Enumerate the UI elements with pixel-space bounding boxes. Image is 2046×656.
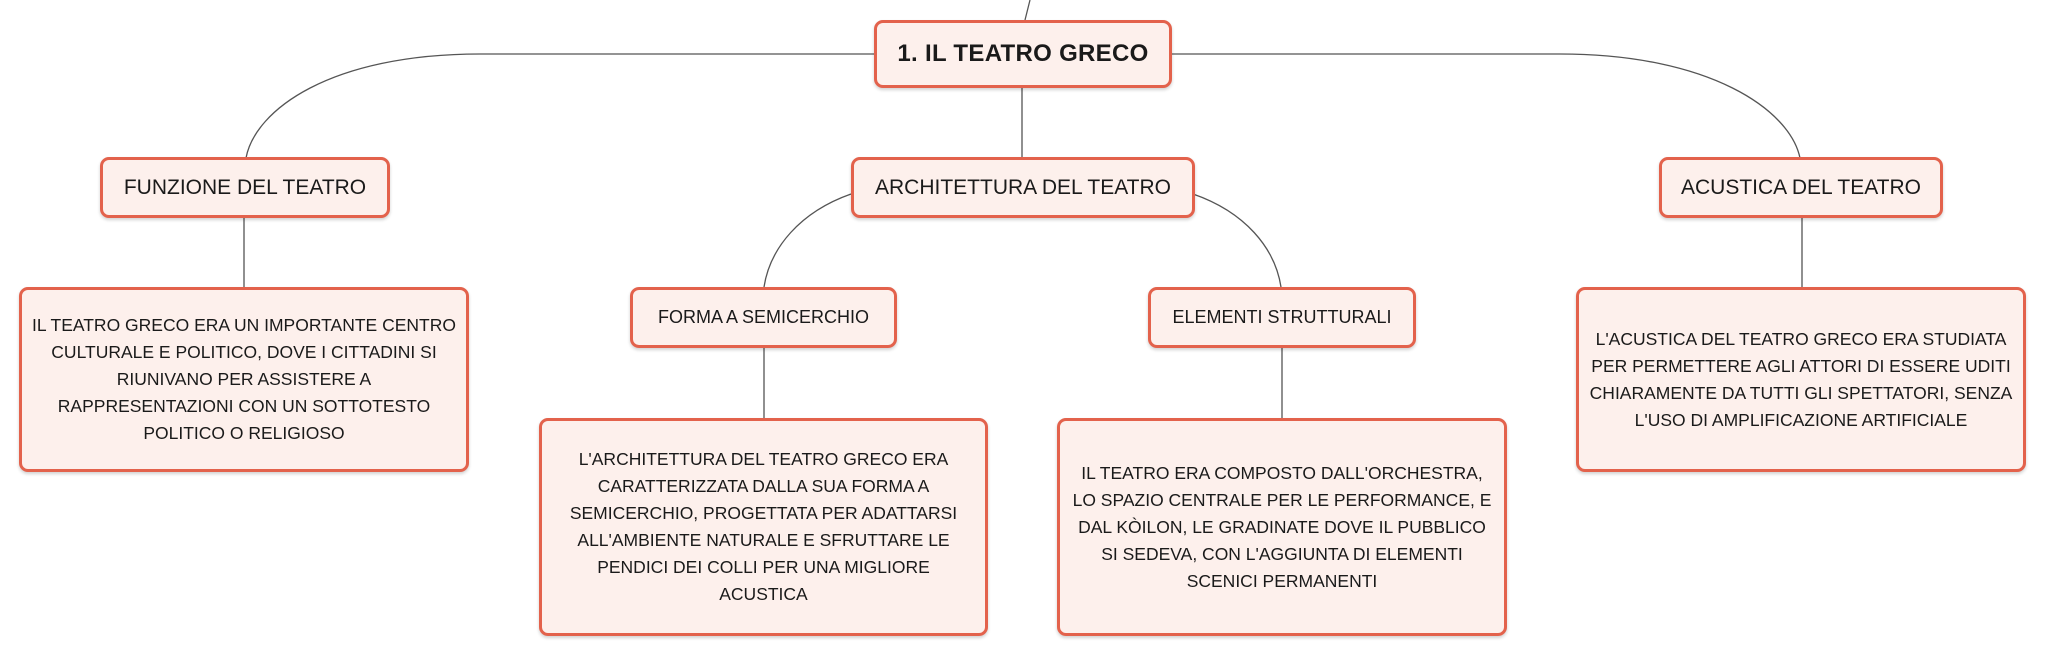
connector-root-to-funzione [245, 53, 874, 159]
detail-acustica-text: L'ACUSTICA DEL TEATRO GRECO ERA STUDIATA… [1589, 328, 2013, 430]
detail-forma-text: L'ARCHITETTURA DEL TEATRO GRECO ERA CARA… [569, 449, 958, 604]
detail-acustica[interactable]: L'ACUSTICA DEL TEATRO GRECO ERA STUDIATA… [1576, 287, 2026, 472]
subtopic-elementi-label: ELEMENTI STRUTTURALI [1172, 307, 1392, 327]
detail-elementi[interactable]: IL TEATRO ERA COMPOSTO DALL'ORCHESTRA, L… [1057, 418, 1507, 636]
detail-funzione-text: IL TEATRO GRECO ERA UN IMPORTANTE CENTRO… [32, 315, 456, 443]
connector-root-to-acustica [1170, 53, 1801, 159]
topic-architettura[interactable]: ARCHITETTURA DEL TEATRO [851, 157, 1195, 218]
subtopic-forma[interactable]: FORMA A SEMICERCHIO [630, 287, 897, 348]
subtopic-forma-label: FORMA A SEMICERCHIO [657, 307, 870, 327]
topic-acustica-label: ACUSTICA DEL TEATRO [1681, 175, 1921, 199]
topic-funzione-label: FUNZIONE DEL TEATRO [123, 175, 367, 199]
topic-acustica[interactable]: ACUSTICA DEL TEATRO [1659, 157, 1943, 218]
connector-architettura-to-elementi [1192, 193, 1282, 288]
root-topic[interactable]: 1. IL TEATRO GRECO [874, 20, 1172, 88]
topic-architettura-label: ARCHITETTURA DEL TEATRO [875, 175, 1171, 199]
topic-funzione[interactable]: FUNZIONE DEL TEATRO [100, 157, 390, 218]
connector-architettura-to-forma [763, 193, 852, 288]
root-topic-label: 1. IL TEATRO GRECO [897, 40, 1149, 67]
detail-funzione[interactable]: IL TEATRO GRECO ERA UN IMPORTANTE CENTRO… [19, 287, 469, 472]
subtopic-elementi[interactable]: ELEMENTI STRUTTURALI [1148, 287, 1416, 348]
connector-parent-to-root [1024, 0, 1031, 21]
detail-forma[interactable]: L'ARCHITETTURA DEL TEATRO GRECO ERA CARA… [539, 418, 988, 636]
detail-elementi-text: IL TEATRO ERA COMPOSTO DALL'ORCHESTRA, L… [1072, 462, 1492, 591]
